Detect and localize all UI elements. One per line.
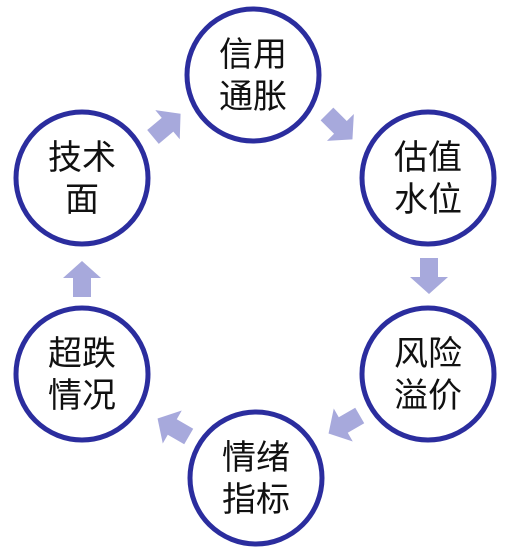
node-label-line1: 超跌 [48,334,116,374]
arrow-oversold-to-technical [63,261,101,297]
node-label-line1: 风险 [394,334,462,374]
node-circle [187,409,325,547]
arrow-shape [328,407,365,442]
arrow-valuation-to-risk [410,258,448,294]
node-label-line1: 估值 [394,138,462,178]
node-valuation-level: 估值 水位 [359,109,497,247]
arrow-credit-to-valuation [320,107,354,141]
node-circle [184,6,322,144]
node-label-line1: 情绪 [222,438,290,478]
node-label-line1: 信用 [219,35,287,75]
arrow-risk-to-sentiment [328,407,365,442]
arrow-shape [320,107,354,141]
arrow-shape [157,410,194,445]
node-label-line2: 水位 [394,180,462,220]
node-circle [13,109,151,247]
arrow-sentiment-to-oversold [157,410,194,445]
arrow-technical-to-credit [147,110,181,144]
arrow-shape [410,258,448,294]
node-oversold-status: 超跌 情况 [13,305,151,443]
node-credit-inflation: 信用 通胀 [184,6,322,144]
node-label-line2: 溢价 [394,376,462,416]
node-label-line1: 技术 [48,138,116,178]
node-circle [359,305,497,443]
node-circle [13,305,151,443]
node-label-line2: 面 [65,180,99,220]
node-risk-premium: 风险 溢价 [359,305,497,443]
node-sentiment-indicator: 情绪 指标 [187,409,325,547]
node-technical-aspect: 技术 面 [13,109,151,247]
node-label-line2: 情况 [48,376,116,416]
arrow-shape [63,261,101,297]
node-label-line2: 通胀 [219,77,287,117]
node-label-line2: 指标 [222,480,290,520]
arrow-shape [147,110,181,144]
node-circle [359,109,497,247]
